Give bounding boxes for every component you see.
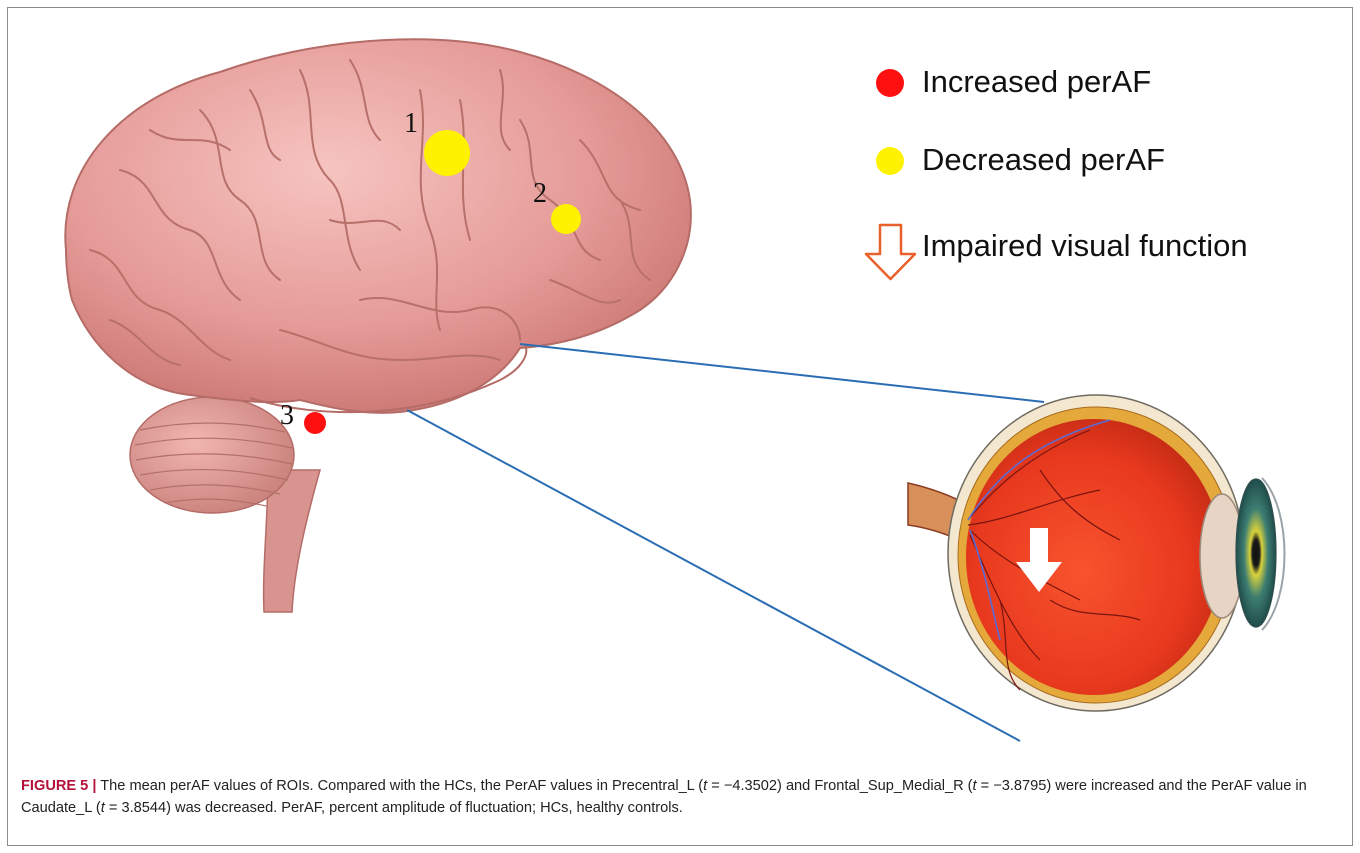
marker-3-label: 3 [280,400,294,432]
caption-text-2: = −4.3502) and Frontal_Sup_Medial_R ( [707,778,972,794]
legend-impaired-label: Impaired visual function [922,228,1248,264]
connector-line-lower [407,410,1020,741]
marker-3-increased [304,412,326,434]
marker-1-label: 1 [404,108,418,140]
legend-decreased-dot [876,147,904,175]
iris [1236,479,1276,627]
cerebellum [130,397,294,513]
caption-text-4: = 3.8544) was decreased. PerAF, percent … [105,800,683,816]
marker-2-decreased [551,204,581,234]
retina [966,419,1222,695]
marker-1-decreased [424,130,470,176]
figure-caption: FIGURE 5 | The mean perAF values of ROIs… [21,775,1339,819]
connector-line-upper [520,344,1044,402]
legend-increased-dot [876,69,904,97]
legend-decreased-label: Decreased perAF [922,142,1165,178]
brain-illustration [65,39,691,612]
caption-text-1: The mean perAF values of ROIs. Compared … [96,778,703,794]
eye-illustration [908,395,1285,711]
marker-2-label: 2 [533,178,547,210]
figure-label: FIGURE 5 | [21,778,96,794]
legend-increased-label: Increased perAF [922,64,1151,100]
hollow-down-arrow-icon [866,225,915,279]
